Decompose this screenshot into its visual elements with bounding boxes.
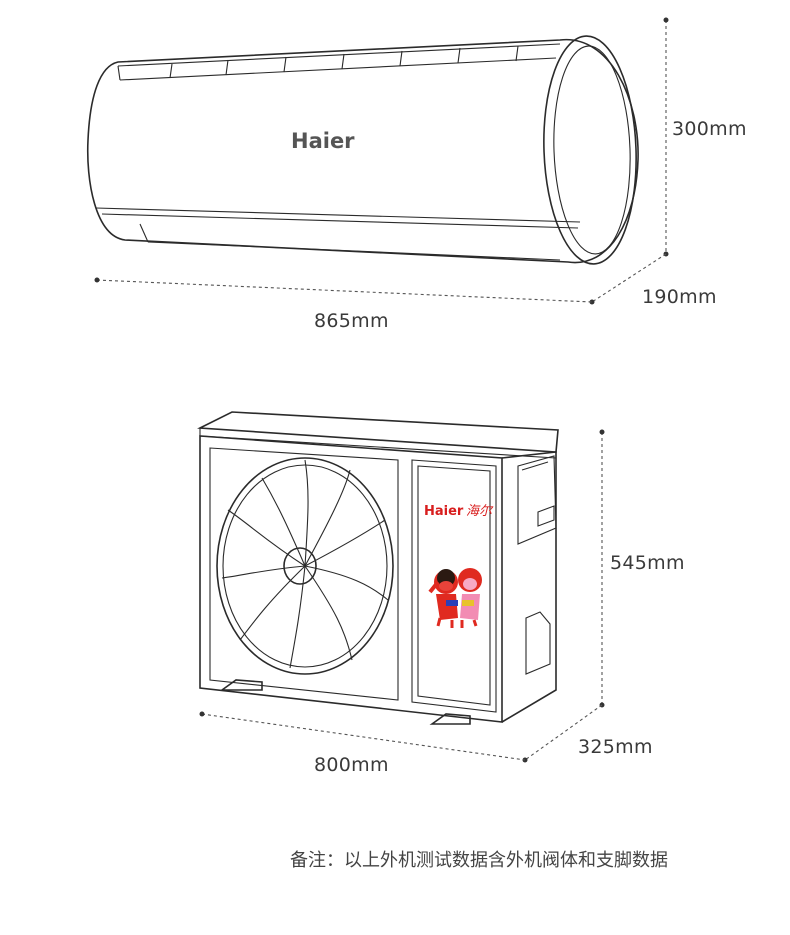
indoor-brand-logo: Haier <box>291 129 355 153</box>
indoor-dimension-lines <box>94 17 669 305</box>
outdoor-unit-drawing <box>197 411 559 725</box>
outdoor-brand-text: Haier <box>424 504 464 519</box>
outdoor-fan-drawing <box>216 457 394 675</box>
footnote: 备注：以上外机测试数据含外机阀体和支脚数据 <box>290 850 668 871</box>
indoor-width-label: 865mm <box>314 310 389 332</box>
indoor-height-label: 300mm <box>672 118 747 140</box>
outdoor-depth-label: 325mm <box>578 736 653 758</box>
outdoor-width-label: 800mm <box>314 754 389 776</box>
outdoor-brand-cn-text: 海尔 <box>466 504 494 519</box>
indoor-depth-label: 190mm <box>642 286 717 308</box>
haier-brothers-mascot <box>428 568 482 628</box>
indoor-unit-drawing: Haier <box>86 35 639 265</box>
outdoor-dimension-lines <box>199 429 605 763</box>
outdoor-height-label: 545mm <box>610 552 685 574</box>
outdoor-brand-logo: Haier 海尔 <box>424 504 494 519</box>
